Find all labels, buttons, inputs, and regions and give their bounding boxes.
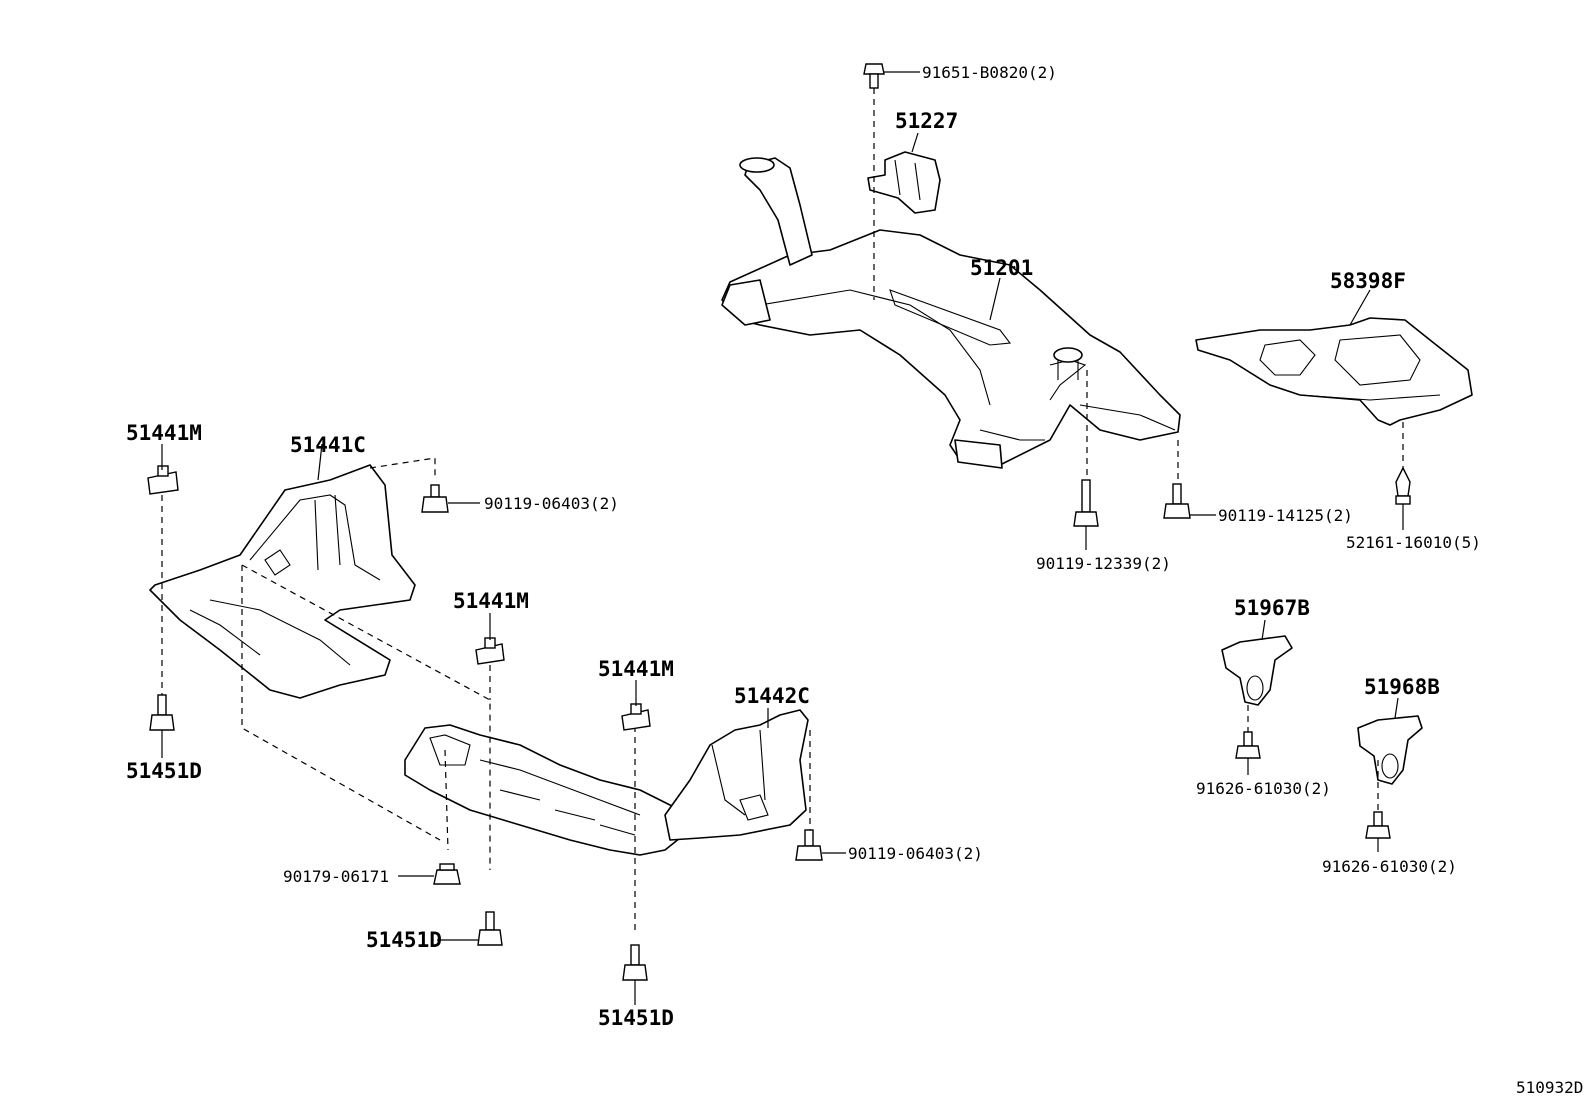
- label-cover-51442C: 51442C: [734, 684, 810, 708]
- label-screw-51451D-right: 51451D: [598, 1006, 674, 1030]
- screw-51451D-left-icon: [149, 694, 175, 731]
- shield-58398F-illustration: [1195, 317, 1473, 426]
- bolt-90119-12339-icon: [1073, 479, 1099, 527]
- label-bracket-51967B: 51967B: [1234, 596, 1310, 620]
- label-nut-90179: 90179-06171: [283, 867, 389, 886]
- hardware: [147, 63, 1411, 981]
- bolt-90119-06403-top-icon: [421, 484, 449, 513]
- label-cover-51441C: 51441C: [290, 433, 366, 457]
- label-screw-51451D-left: 51451D: [126, 759, 202, 783]
- bolt-90119-06403-right-icon: [795, 829, 823, 861]
- bolt-91626-a-icon: [1235, 731, 1261, 759]
- label-bolt-91626-b: 91626-61030(2): [1322, 857, 1457, 876]
- label-bolt-90119-06403-right: 90119-06403(2): [848, 844, 983, 863]
- diagram-id: 510932D: [1516, 1078, 1583, 1097]
- label-nut-51441M-right: 51441M: [598, 657, 674, 681]
- label-clip-52161: 52161-16010(5): [1346, 533, 1481, 552]
- nut-90179-icon: [433, 863, 461, 885]
- bolt-91651-icon: [863, 63, 885, 89]
- bracket-51968B-illustration: [1357, 715, 1423, 785]
- leader-lines: [161, 71, 1404, 1005]
- label-bolt-90119-12339: 90119-12339(2): [1036, 554, 1171, 573]
- label-bolt-90119-06403-top: 90119-06403(2): [484, 494, 619, 513]
- nut-51441M-center-icon: [475, 637, 505, 665]
- bracket-51967B-illustration: [1221, 635, 1293, 706]
- label-bolt-91651: 91651-B0820(2): [922, 63, 1057, 82]
- label-mount-51227: 51227: [895, 109, 958, 133]
- label-bolt-91626-a: 91626-61030(2): [1196, 779, 1331, 798]
- label-bolt-90119-14125: 90119-14125(2): [1218, 506, 1353, 525]
- label-crossmember-51201: 51201: [970, 256, 1033, 280]
- label-screw-51451D-center: 51451D: [366, 928, 442, 952]
- bolt-91626-b-icon: [1365, 811, 1391, 839]
- mount-51227-illustration: [867, 151, 941, 214]
- label-nut-51441M-left: 51441M: [126, 421, 202, 445]
- label-shield-58398F: 58398F: [1330, 269, 1406, 293]
- nut-51441M-left-icon: [147, 465, 179, 495]
- crossmember-51201-illustration: [721, 157, 1181, 469]
- nut-51441M-right-icon: [621, 703, 651, 731]
- bolt-90119-14125-icon: [1163, 483, 1191, 519]
- screw-51451D-right-icon: [622, 944, 648, 981]
- cover-51441C-illustration: [149, 464, 416, 699]
- assembly-dashed-lines: [161, 88, 1404, 930]
- center-undercover-illustration: [404, 724, 691, 856]
- screw-51451D-center-icon: [477, 911, 503, 946]
- clip-52161-icon: [1395, 466, 1411, 505]
- cover-51442C-illustration: [664, 709, 809, 841]
- label-bracket-51968B: 51968B: [1364, 675, 1440, 699]
- label-nut-51441M-center: 51441M: [453, 589, 529, 613]
